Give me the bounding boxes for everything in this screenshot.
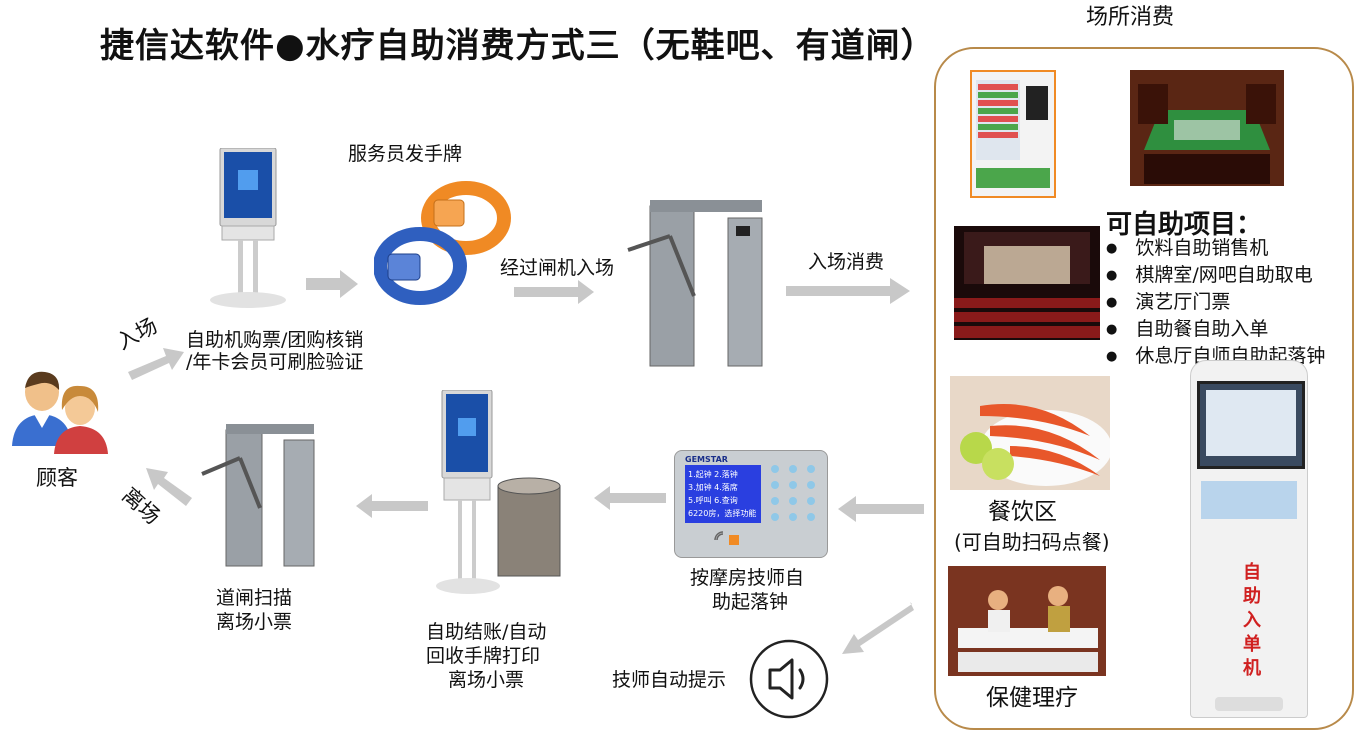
customer-icon — [10, 366, 110, 456]
wristband-label: 服务员发手牌 — [348, 143, 463, 165]
tech-prompt-label: 技师自动提示 — [612, 669, 727, 691]
enter-consume-label: 入场消费 — [808, 251, 885, 273]
checkout-label-3: 离场小票 — [448, 669, 525, 691]
venue-panel — [934, 47, 1354, 730]
leave-arrow — [146, 468, 192, 506]
kiosk-screen — [1197, 381, 1305, 469]
self-order-kiosk-image: 自助入单机 — [1190, 360, 1308, 718]
features-title: 可自助项目： — [1106, 210, 1263, 240]
technician-terminal: GEMSTAR 1.起钟 2.落钟 3.加钟 4.落席 5.呼叫 6.查询 62… — [674, 450, 828, 558]
arrow-venue-to-terminal — [838, 496, 924, 522]
kiosk-side-text: 自助入单机 — [1243, 562, 1261, 679]
feature-item: 棋牌室/网吧自助取电 — [1106, 263, 1325, 290]
terminal-line-3: 5.呼叫 6.查询 — [688, 496, 738, 505]
gate-scan-label-1: 道闸扫描 — [216, 587, 293, 609]
terminal-line-1: 1.起钟 2.落钟 — [688, 470, 738, 479]
feature-item: 饮料自助销售机 — [1106, 236, 1325, 263]
health-label: 保健理疗 — [986, 685, 1078, 711]
checkout-kiosk-image — [432, 390, 572, 600]
terminal-screen: 1.起钟 2.落钟 3.加钟 4.落席 5.呼叫 6.查询 6220房，选择功能 — [685, 465, 761, 523]
seafood-dish-image — [950, 376, 1110, 490]
wristband-image — [374, 174, 514, 320]
customer-label: 顾客 — [36, 466, 78, 490]
feature-item: 自助餐自助入单 — [1106, 317, 1325, 344]
card-reader-icon — [714, 531, 739, 545]
venue-header: 场所消费 — [1086, 5, 1175, 30]
kiosk-label-2: /年卡会员可刷脸验证 — [186, 351, 364, 373]
terminal-label-1: 按摩房技师自 — [690, 567, 805, 589]
features-list: 饮料自助销售机 棋牌室/网吧自助取电 演艺厅门票 自助餐自助入单 休息厅自师自助… — [1106, 236, 1325, 371]
exit-gate-image — [200, 422, 320, 572]
feature-item: 演艺厅门票 — [1106, 290, 1325, 317]
terminal-label-2: 助起落钟 — [712, 591, 789, 613]
vending-machine-image — [970, 70, 1056, 198]
arrow-venue-to-prompt — [842, 602, 914, 654]
arrow-kiosk-to-band — [306, 270, 358, 298]
dining-label-1: 餐饮区 — [988, 499, 1057, 525]
page-title: 捷信达软件●水疗自助消费方式三（无鞋吧、有道闸） — [100, 26, 936, 66]
arrow-terminal-to-checkout — [594, 486, 666, 510]
arrow-checkout-to-gate — [356, 494, 428, 518]
entry-gate-image — [620, 196, 770, 376]
arrow-gate-to-venue — [786, 278, 910, 304]
kiosk-slot — [1201, 481, 1297, 519]
terminal-line-4: 6220房，选择功能 — [688, 509, 757, 518]
enter-arrow — [128, 348, 184, 380]
terminal-brand: GEMSTAR — [685, 455, 728, 464]
speaker-icon — [748, 638, 830, 720]
kiosk-base — [1215, 697, 1283, 711]
terminal-line-2: 3.加钟 4.落席 — [688, 483, 738, 492]
kiosk-label-1: 自助机购票/团购核销 — [186, 329, 364, 351]
checkout-label-2: 回收手牌打印 — [426, 645, 541, 667]
dining-label-2: (可自助扫码点餐) — [954, 530, 1110, 554]
arrow-band-to-gate — [514, 280, 594, 304]
through-gate-label: 经过闸机入场 — [500, 257, 615, 279]
mahjong-room-image — [1130, 70, 1284, 186]
checkout-label-1: 自助结账/自动 — [426, 621, 547, 643]
massage-image — [948, 566, 1106, 676]
ticket-kiosk-image — [208, 148, 298, 310]
theater-image — [954, 226, 1100, 340]
gate-scan-label-2: 离场小票 — [216, 611, 293, 633]
terminal-keypad — [771, 465, 815, 521]
